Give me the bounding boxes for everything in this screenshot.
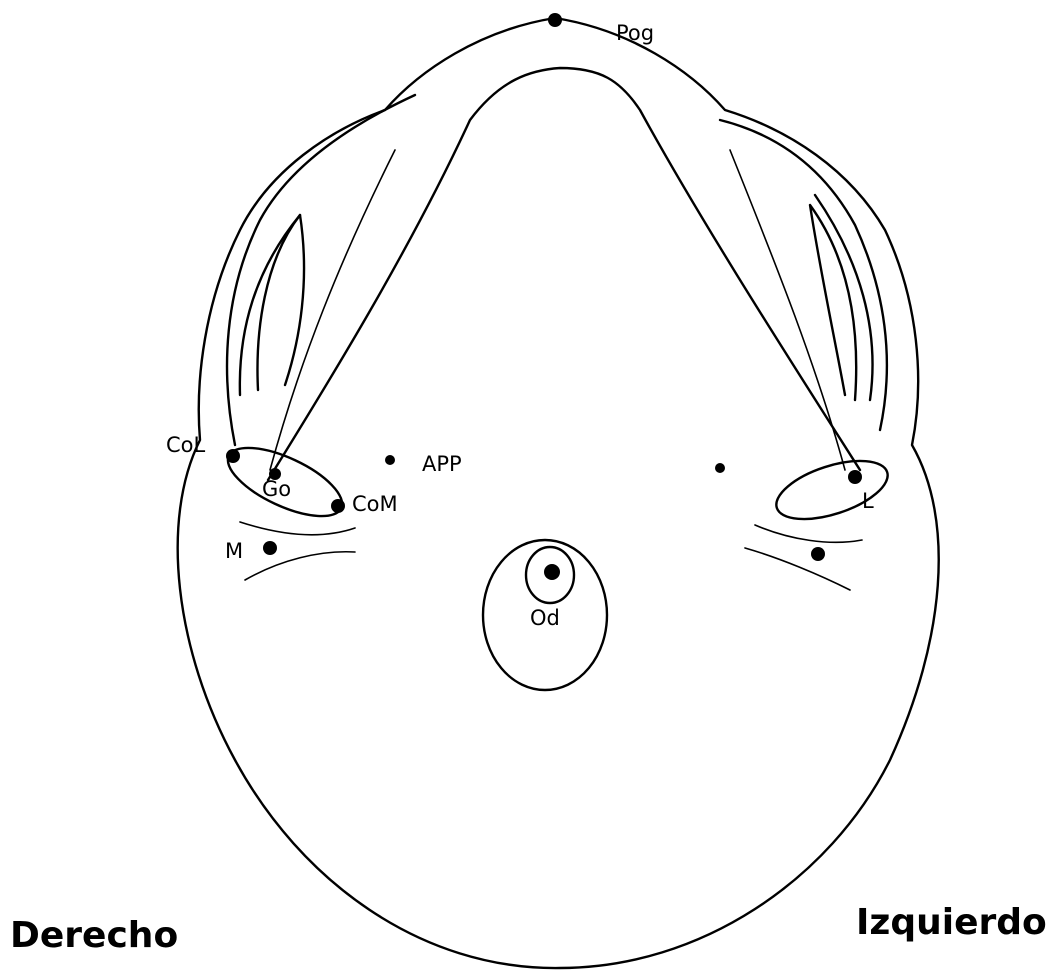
right-ramus-line (270, 150, 395, 470)
app-left-point (715, 463, 725, 473)
l-point (848, 470, 862, 484)
right-petrous-upper-curve (240, 522, 355, 535)
pog-point (548, 13, 562, 27)
left-side-label: Izquierdo (856, 902, 1047, 943)
m-left-point (811, 547, 825, 561)
pog-label: Pog (616, 21, 654, 45)
od-label: Od (530, 606, 560, 630)
go-label: Go (262, 477, 291, 501)
left-petrous-upper-curve (755, 525, 862, 542)
com-label: CoM (352, 492, 398, 516)
right-petrous-lower-curve (245, 552, 355, 580)
app-point (385, 455, 395, 465)
od-point (544, 564, 560, 580)
col-point (226, 449, 240, 463)
m-point (263, 541, 277, 555)
skull-outline (178, 18, 939, 968)
m-label: M (225, 539, 243, 563)
left-petrous-lower-curve (745, 548, 850, 590)
col-label: CoL (166, 433, 206, 457)
left-condyle-ellipse (769, 449, 894, 530)
app-label: APP (422, 452, 462, 476)
l-label: L (862, 489, 874, 513)
right-side-label: Derecho (10, 915, 178, 956)
mandible-inner-arch (268, 68, 860, 480)
left-zygomatic-arch-loop (810, 205, 856, 400)
left-zygomatic-arch-outer (720, 120, 887, 430)
com-point (331, 499, 345, 513)
